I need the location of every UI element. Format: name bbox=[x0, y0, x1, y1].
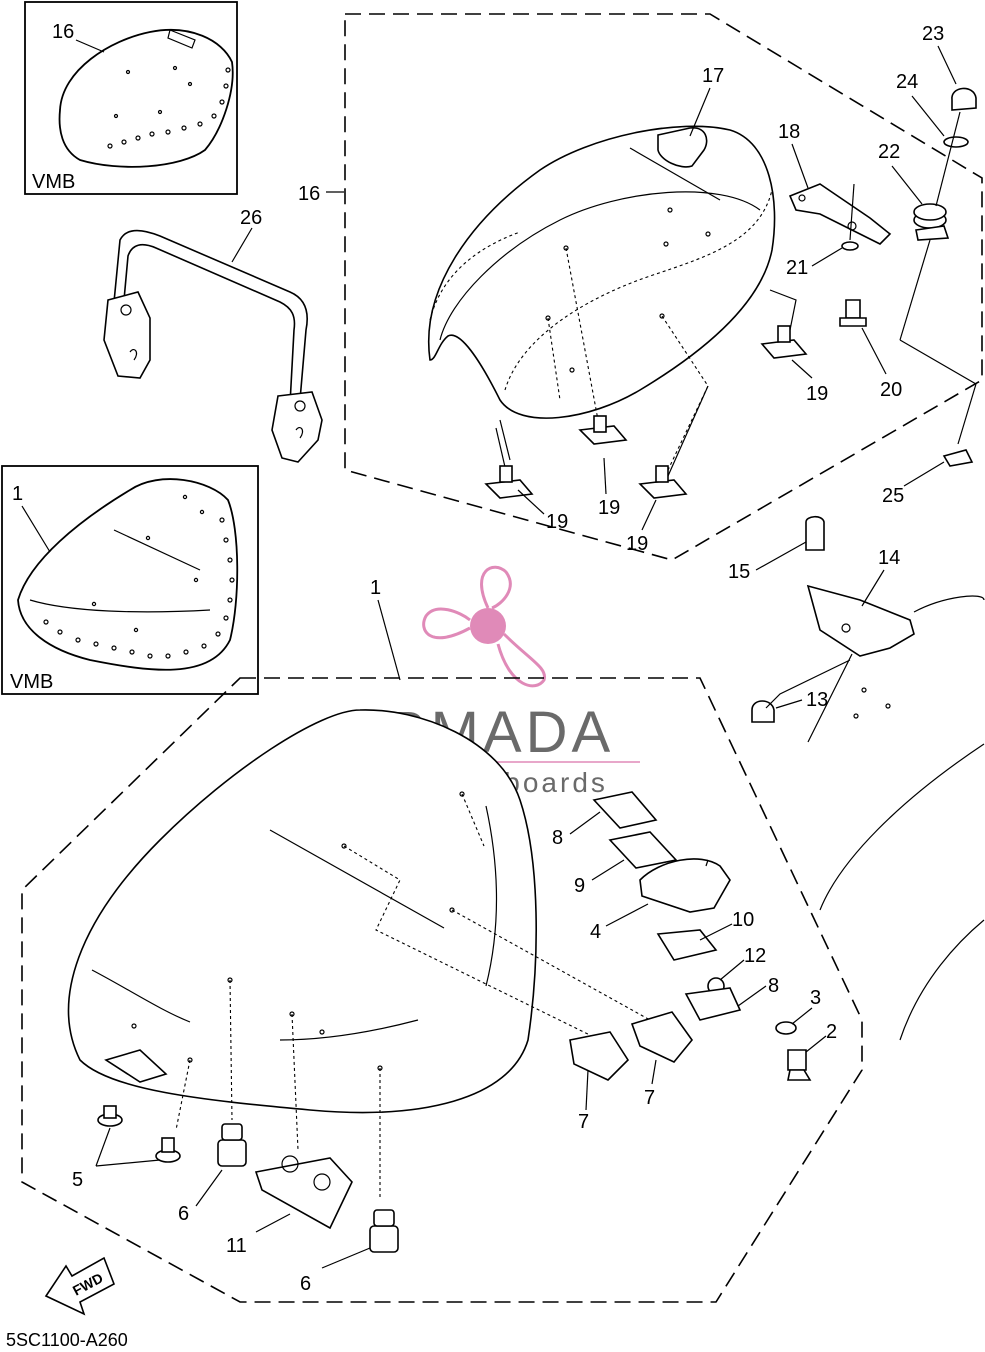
front-seat-group: 1 2 3 4 5 6 6 7 7 8 8 9 10 12 11 13 14 1… bbox=[21, 515, 985, 1303]
callout-26: 26 bbox=[240, 207, 262, 229]
callout-19d: 19 bbox=[806, 383, 828, 405]
callout-22: 22 bbox=[878, 141, 900, 163]
callout-5: 5 bbox=[72, 1169, 83, 1191]
callout-13: 13 bbox=[806, 689, 828, 711]
callout-19b: 19 bbox=[598, 497, 620, 519]
inset-label-rear: VMB bbox=[32, 171, 75, 193]
callout-16: 16 bbox=[298, 183, 320, 205]
callout-6a: 6 bbox=[178, 1203, 189, 1225]
callout-4: 4 bbox=[590, 921, 601, 943]
rear-seat-group: 16 17 18 19 19 19 19 20 21 22 23 24 25 bbox=[298, 13, 983, 561]
callout-25: 25 bbox=[882, 485, 904, 507]
callout-18: 18 bbox=[778, 121, 800, 143]
callout-15: 15 bbox=[728, 561, 750, 583]
callout-6b: 6 bbox=[300, 1273, 311, 1295]
callout-11: 11 bbox=[226, 1235, 247, 1257]
callout-2: 2 bbox=[826, 1021, 837, 1043]
callout-8b: 8 bbox=[768, 975, 779, 997]
callout-1-inset: 1 bbox=[12, 483, 23, 505]
callout-12: 12 bbox=[744, 945, 766, 967]
diagram-code: 5SC1100-A260 bbox=[6, 1330, 128, 1350]
callout-21: 21 bbox=[786, 257, 808, 279]
callout-16-inset: 16 bbox=[52, 21, 74, 43]
inset-front-seat-vmb: 1 VMB bbox=[1, 465, 259, 695]
callout-8a: 8 bbox=[552, 827, 563, 849]
inset-rear-seat-vmb: 16 VMB bbox=[24, 1, 238, 195]
callout-20: 20 bbox=[880, 379, 902, 401]
backrest-bar: 26 bbox=[103, 207, 323, 463]
callout-7b: 7 bbox=[644, 1087, 655, 1109]
callout-14: 14 bbox=[878, 547, 900, 569]
callout-9: 9 bbox=[574, 875, 585, 897]
callout-3: 3 bbox=[810, 987, 821, 1009]
callout-10: 10 bbox=[732, 909, 754, 931]
callout-23: 23 bbox=[922, 23, 944, 45]
fwd-arrow-icon: FWD bbox=[44, 1256, 116, 1316]
callout-7a: 7 bbox=[578, 1111, 589, 1133]
callout-17: 17 bbox=[702, 65, 724, 87]
inset-label-front: VMB bbox=[10, 671, 53, 693]
callout-19c: 19 bbox=[626, 533, 648, 555]
callout-1: 1 bbox=[370, 577, 381, 599]
callout-24: 24 bbox=[896, 71, 918, 93]
propeller-logo-icon bbox=[422, 565, 547, 688]
callout-19a: 19 bbox=[546, 511, 568, 533]
